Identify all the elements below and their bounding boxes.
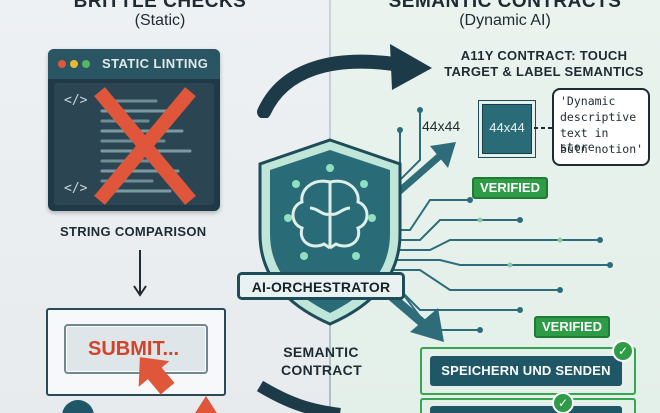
- submit-button[interactable]: SUBMIT...: [64, 324, 208, 374]
- touch-target-inner[interactable]: 44x44: [482, 104, 532, 154]
- semantic-contract-line1: SEMANTIC: [283, 344, 359, 360]
- right-subtitle: (Dynamic AI): [459, 12, 551, 29]
- right-title: SEMANTIC CONTRACTS: [388, 0, 622, 12]
- static-linting-window: STATIC LINTING </> </>: [48, 49, 220, 211]
- shield-label-box: AI-ORCHESTRATOR: [237, 272, 405, 300]
- speichern-und-senden-button[interactable]: SPEICHERN UND SENDEN: [430, 356, 622, 386]
- window-dot-green: [82, 60, 90, 68]
- warning-icon: [195, 396, 217, 413]
- verified-badge-bottom: VERIFIED: [534, 316, 610, 338]
- red-x-icon: [94, 87, 196, 205]
- down-arrow-icon: [133, 250, 147, 297]
- size-inner-label: 44x44: [489, 120, 525, 135]
- contract-title-line1: A11Y CONTRACT: TOUCH: [460, 48, 628, 63]
- up-right-arrow-icon: [391, 142, 456, 199]
- second-button-frame: [420, 398, 636, 413]
- bottom-curved-arrow-icon: [256, 380, 341, 413]
- window-titlebar: STATIC LINTING: [48, 49, 220, 79]
- bubble-text-4: butn notion': [560, 142, 644, 156]
- window-dot-yellow: [70, 60, 78, 68]
- semantic-contract-line2: CONTRACT: [281, 362, 362, 378]
- bubble-text-3: text in store: [560, 126, 609, 154]
- size-outer-label: 44x44: [422, 118, 461, 134]
- contract-title-line2: TARGET & LABEL SEMANTICS: [444, 64, 644, 79]
- window-label: STATIC LINTING: [102, 56, 209, 71]
- code-tag-bottom: </>: [64, 181, 88, 196]
- submit-button-label: SUBMIT...: [88, 338, 180, 360]
- shield-label: AI-ORCHESTRATOR: [251, 279, 391, 295]
- bubble-text-2: descriptive: [560, 110, 637, 124]
- cursor-arrow-icon: [138, 357, 175, 395]
- top-curved-arrow-icon: [257, 44, 432, 118]
- left-title: BRITTLE CHECKS: [73, 0, 247, 12]
- checkmark-icon-lower: ✓: [552, 392, 574, 413]
- bubble-text-1: 'Dynamic: [560, 94, 616, 108]
- code-tag-top: </>: [64, 93, 88, 108]
- window-dot-red: [58, 60, 66, 68]
- second-action-button[interactable]: [430, 406, 622, 413]
- german-button-frame: [420, 347, 636, 395]
- string-comparison-label: STRING COMPARISON: [60, 224, 207, 239]
- left-subtitle: (Static): [134, 12, 186, 29]
- checkmark-icon: ✓: [612, 340, 634, 362]
- verified-badge-top: VERIFIED: [472, 177, 548, 199]
- speech-bubble: 'Dynamic descriptive text in store butn …: [552, 88, 650, 166]
- user-avatar-icon: [62, 400, 94, 413]
